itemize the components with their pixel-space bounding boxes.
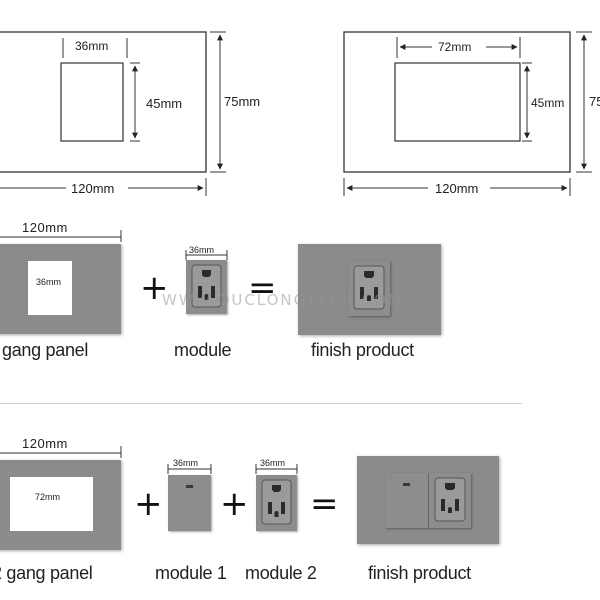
row2-installed-switch-module (385, 473, 428, 528)
row2-equals-sign: = (310, 484, 339, 524)
panel-outline-right (343, 31, 571, 173)
row1-label-cutout-width: 36mm (36, 277, 62, 287)
row2-switch-module (168, 475, 211, 531)
row1-outlet-module (186, 260, 227, 314)
row2-outlet-module (256, 475, 297, 531)
outlet-icon (191, 264, 222, 308)
row1-plus-sign: + (140, 268, 169, 308)
watermark: WWW.OUCLONGTECH.COM (162, 291, 403, 309)
label-panel-width-right: 120mm (435, 181, 479, 196)
row2-label-cutout-width: 72mm (35, 492, 61, 502)
label-panel-height-left: 75mm (224, 94, 261, 109)
drawing-right (343, 31, 592, 196)
panel-outline-left (0, 31, 207, 173)
cutout-left (60, 62, 124, 142)
row2-finished-product (357, 456, 499, 544)
row1-panel-cutout (28, 261, 72, 315)
row2-label-module1-width: 36mm (173, 458, 199, 468)
row1-label-panel-width: 120mm (22, 220, 68, 235)
row1-label-module-width: 36mm (189, 245, 215, 255)
row2-panel-cutout (10, 477, 93, 531)
cutout-right (394, 62, 521, 142)
drawing-left (0, 31, 226, 196)
row1-gang-panel (0, 244, 121, 334)
row2-plus-sign-1: + (134, 484, 163, 524)
row2-caption-panel: 2 gang panel (0, 563, 93, 583)
row1-finished-product (298, 244, 441, 335)
row2-caption-module1: module 1 (155, 563, 227, 583)
row2-caption-module2: module 2 (245, 563, 317, 583)
label-module-width-right: 72mm (438, 40, 472, 54)
outlet-icon (434, 477, 466, 522)
row2-installed-outlet-module (429, 473, 471, 528)
switch-indicator-icon (403, 483, 410, 486)
switch-indicator-icon (186, 485, 193, 488)
row2-plus-sign-2: + (220, 484, 249, 524)
row1-caption-finish: finish product (311, 340, 414, 360)
row2-label-module2-width: 36mm (260, 458, 286, 468)
label-module-height-right: 45mm (531, 96, 565, 110)
row2-gang-panel (0, 460, 121, 550)
outlet-icon (353, 265, 385, 310)
row1-installed-outlet-module (348, 261, 390, 316)
label-panel-width-left: 120mm (71, 181, 115, 196)
label-module-height-left: 45mm (146, 96, 183, 111)
section-divider (0, 403, 522, 404)
label-module-width-left: 36mm (73, 39, 111, 53)
outlet-icon (261, 479, 292, 525)
row2-caption-finish: finish product (368, 563, 471, 583)
row2-label-panel-width: 120mm (22, 436, 68, 451)
row1-equals-sign: = (248, 268, 277, 308)
row1-caption-panel: gang panel (2, 340, 89, 360)
row1-caption-module: module (174, 340, 232, 360)
label-panel-height-right: 75 (589, 94, 600, 109)
